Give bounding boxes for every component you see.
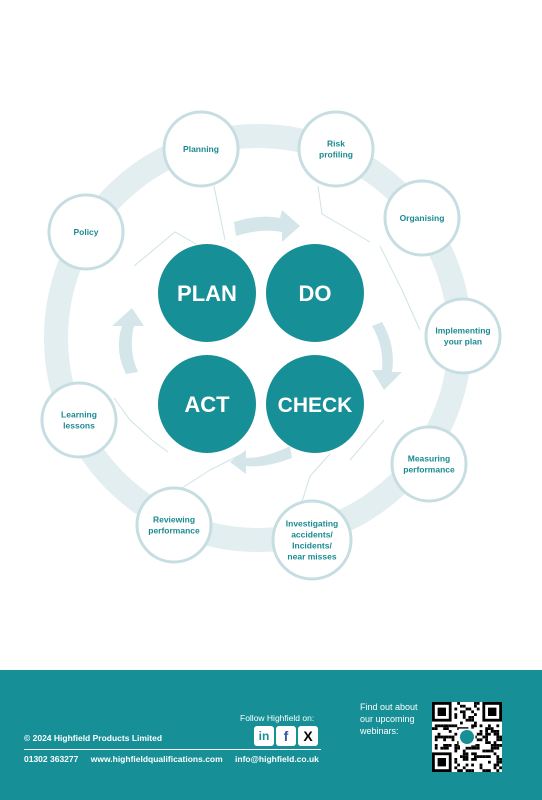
footer: Find out about our upcoming webinars: Fo… <box>0 670 542 800</box>
stage-label: profiling <box>319 150 353 160</box>
arrow-left <box>112 308 144 374</box>
stage-label: Planning <box>183 144 219 154</box>
plan-circle: PLAN <box>158 244 256 342</box>
stage-node-planning: Planning <box>162 110 240 188</box>
cycle-arrows <box>112 210 402 474</box>
connector-lines <box>113 185 421 509</box>
linkedin-icon[interactable]: in <box>254 726 274 746</box>
email-link[interactable]: info@highfield.co.uk <box>235 754 319 764</box>
plan-label: PLAN <box>177 281 237 306</box>
qr-logo-icon <box>460 730 474 744</box>
do-circle: DO <box>266 244 364 342</box>
follow-label: Follow Highfield on: <box>240 713 315 723</box>
phone-text: 01302 363277 <box>24 754 79 764</box>
stage-label: Reviewing <box>153 515 195 525</box>
stage-label: accidents/ <box>291 530 333 540</box>
stage-label: Organising <box>400 213 445 223</box>
divider <box>24 749 321 750</box>
qr-code-image <box>432 702 502 772</box>
arrow-top <box>234 210 300 242</box>
webinar-line: our upcoming <box>360 714 415 724</box>
qr-code[interactable] <box>432 702 502 772</box>
x-icon[interactable]: X <box>298 726 318 746</box>
stage-label: Incidents/ <box>292 541 332 551</box>
webinar-text: Find out about our upcoming webinars: <box>360 701 430 737</box>
stage-label: performance <box>148 526 200 536</box>
pdca-diagram: PLAN DO ACT CHECK Planning RiskprofilingO… <box>40 110 502 581</box>
act-circle: ACT <box>158 355 256 453</box>
check-circle: CHECK <box>266 355 364 453</box>
stage-label: Investigating <box>286 519 338 529</box>
arrow-bottom <box>230 446 292 474</box>
stage-node-organising: Organising <box>383 179 461 257</box>
check-label: CHECK <box>278 394 353 417</box>
stage-label: Learning <box>61 410 97 420</box>
website-link[interactable]: www.highfieldqualifications.com <box>90 754 223 764</box>
webinar-line: webinars: <box>360 726 399 736</box>
webinar-line: Find out about <box>360 702 418 712</box>
arrow-right <box>372 322 402 390</box>
stage-label: Measuring <box>408 454 451 464</box>
stage-label: performance <box>403 465 455 475</box>
copyright-text: © 2024 Highfield Products Limited <box>24 733 163 743</box>
stage-nodes: Planning RiskprofilingOrganisingImplement… <box>40 110 502 581</box>
act-label: ACT <box>184 392 230 417</box>
stage-label: Risk <box>327 139 345 149</box>
facebook-icon[interactable]: f <box>276 726 296 746</box>
stage-label: Implementing <box>435 326 490 336</box>
stage-label: Policy <box>73 227 98 237</box>
do-label: DO <box>299 281 332 306</box>
stage-node-policy: Policy <box>47 193 125 271</box>
stage-label: lessons <box>63 421 95 431</box>
stage-label: near misses <box>287 552 336 562</box>
stage-label: your plan <box>444 337 482 347</box>
contact-details: 01302 363277 www.highfieldqualifications… <box>24 754 329 764</box>
